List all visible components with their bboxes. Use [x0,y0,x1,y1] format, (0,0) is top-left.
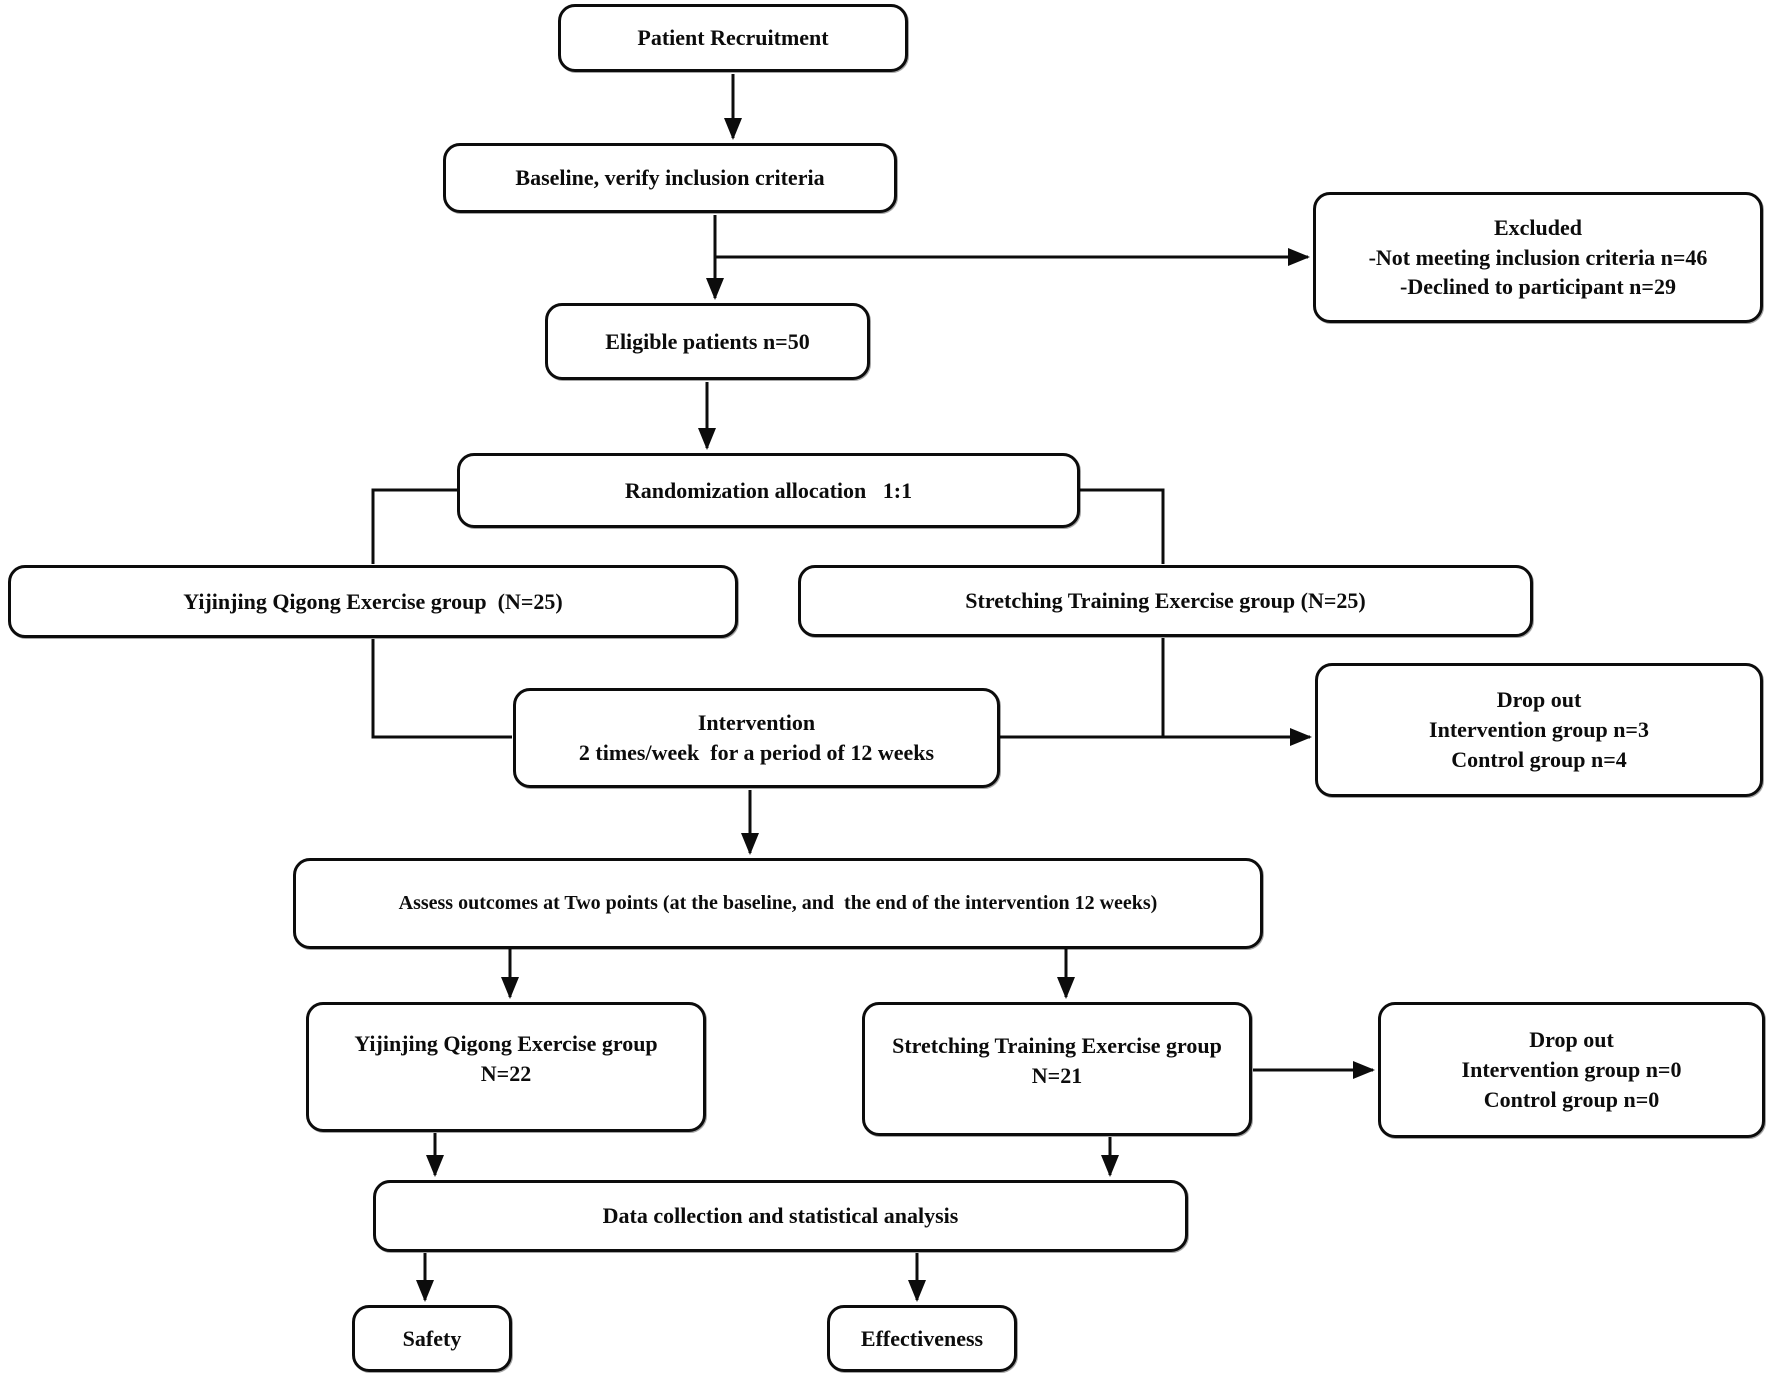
safety-label: Safety [402,1325,462,1351]
qigong-group-final-box: Yijinjing Qigong Exercise group N=22 [306,1002,706,1132]
dropout-intervention-count: Intervention group n=3 [1429,717,1649,743]
connector-randomization-to-qigong [371,488,457,564]
connector-randomization-to-stretching [1080,488,1165,564]
stretching-final-count: N=21 [1031,1063,1083,1088]
excluded-title: Excluded [1493,214,1583,240]
randomization-label: Randomization allocation 1:1 [624,477,913,503]
excluded-reason-2: -Declined to participant n=29 [1400,274,1676,300]
excluded-box: Excluded -Not meeting inclusion criteria… [1313,192,1763,323]
dropout-final-intervention-count: Intervention group n=0 [1461,1057,1682,1083]
baseline-label: Baseline, verify inclusion criteria [515,165,825,191]
randomization-box: Randomization allocation 1:1 [457,453,1080,528]
data-collection-box: Data collection and statistical analysis [373,1180,1188,1252]
patient-recruitment-label: Patient Recruitment [637,25,829,51]
dropout-final-control-count: Control group n=0 [1483,1086,1660,1112]
stretching-group-box: Stretching Training Exercise group (N=25… [798,565,1533,637]
qigong-group-label: Yijinjing Qigong Exercise group (N=25) [183,588,563,614]
connector-qigong-to-intervention [371,639,512,739]
stretching-group-final-box: Stretching Training Exercise group N=21 [862,1002,1252,1136]
stretching-group-label: Stretching Training Exercise group (N=25… [965,588,1366,614]
assess-outcomes-box: Assess outcomes at Two points (at the ba… [293,858,1263,949]
qigong-final-label: Yijinjing Qigong Exercise group [354,1031,658,1057]
dropout-final-box: Drop out Intervention group n=0 Control … [1378,1002,1765,1138]
dropout-after-intervention-box: Drop out Intervention group n=3 Control … [1315,663,1763,797]
safety-box: Safety [352,1305,512,1372]
assess-outcomes-label: Assess outcomes at Two points (at the ba… [398,892,1158,914]
baseline-box: Baseline, verify inclusion criteria [443,143,897,213]
qigong-group-box: Yijinjing Qigong Exercise group (N=25) [8,565,738,638]
intervention-schedule: 2 times/week for a period of 12 weeks [578,740,935,765]
effectiveness-box: Effectiveness [827,1305,1017,1372]
eligible-box: Eligible patients n=50 [545,303,870,380]
dropout-title: Drop out [1496,687,1582,713]
qigong-final-count: N=22 [480,1061,532,1086]
stretching-final-label: Stretching Training Exercise group [892,1033,1222,1059]
excluded-reason-1: -Not meeting inclusion criteria n=46 [1368,244,1708,270]
dropout-final-title: Drop out [1529,1027,1614,1053]
eligible-label: Eligible patients n=50 [605,328,810,354]
intervention-title: Intervention [697,710,816,736]
patient-recruitment-box: Patient Recruitment [558,4,908,72]
intervention-box: Intervention 2 times/week for a period o… [513,688,1000,788]
dropout-control-count: Control group n=4 [1451,746,1627,772]
data-collection-label: Data collection and statistical analysis [602,1203,959,1229]
effectiveness-label: Effectiveness [860,1325,984,1351]
